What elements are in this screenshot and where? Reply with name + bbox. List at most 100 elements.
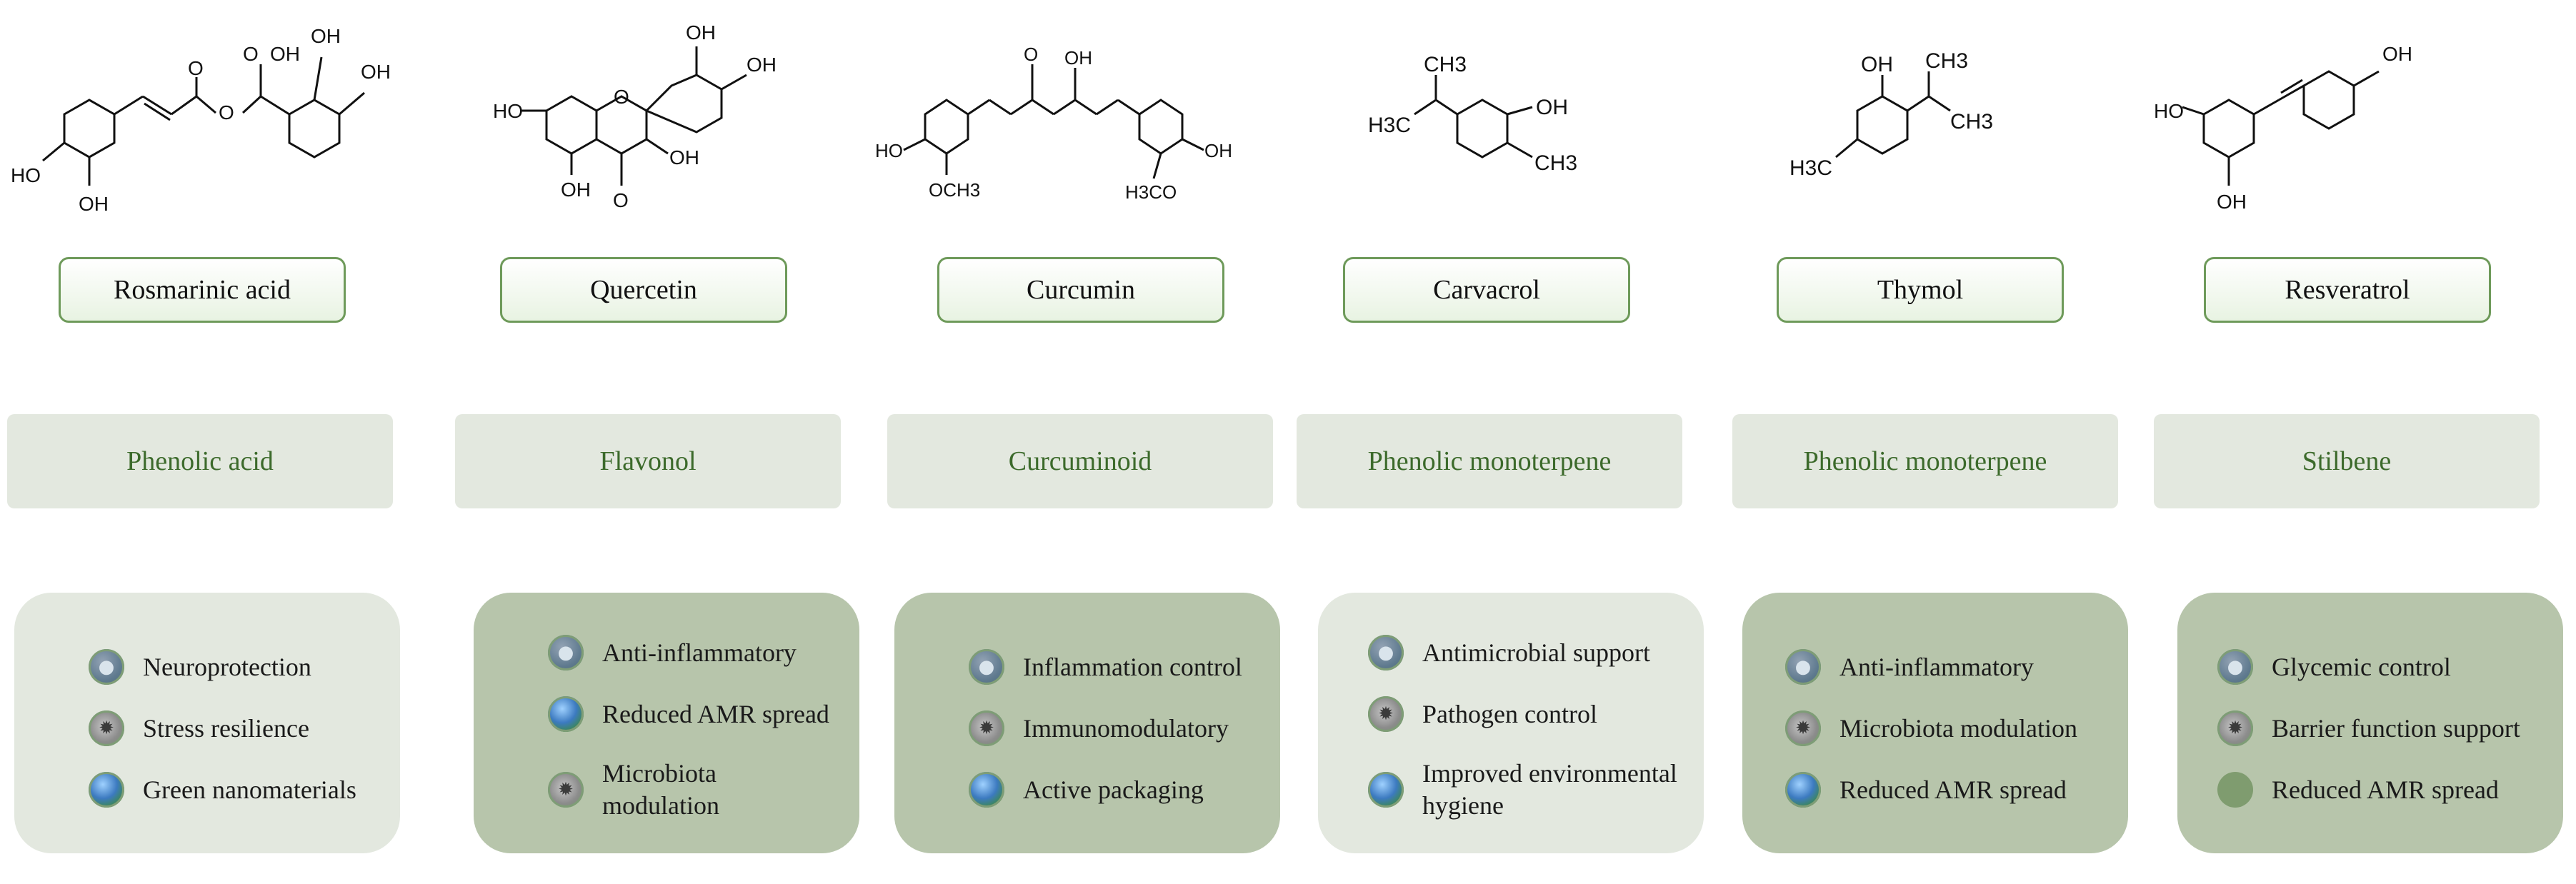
- feature-item: Active packaging: [969, 772, 1259, 808]
- compound-name-box: Quercetin: [500, 257, 787, 323]
- animal-icon: ✹: [548, 772, 584, 808]
- person-icon: ●: [2217, 649, 2253, 685]
- feature-item: Green nanomaterials: [89, 772, 379, 808]
- globe-icon: [548, 696, 584, 732]
- feature-label: Barrier function support: [2272, 713, 2520, 743]
- compound-class-box: Phenolic monoterpene: [1297, 414, 1682, 508]
- compound-class-box: Curcuminoid: [887, 414, 1273, 508]
- atom-label: H3C: [1368, 114, 1411, 137]
- person-icon: ●: [1368, 635, 1404, 670]
- feature-label: Antimicrobial support: [1422, 638, 1650, 667]
- atom-label: OH: [669, 146, 699, 169]
- compound-class-box: Flavonol: [455, 414, 841, 508]
- animal-icon: ✹: [1785, 710, 1821, 746]
- feature-item: ✹ Immunomodulatory: [969, 710, 1259, 746]
- animal-icon: ✹: [2217, 710, 2253, 746]
- atom-label: OH: [2217, 191, 2247, 213]
- features-panel: ● Anti-inflammatory ✹ Microbiota modulat…: [1742, 593, 2128, 853]
- atom-label: O: [188, 57, 204, 79]
- atom-label: O: [1024, 44, 1038, 65]
- column-resveratrol: OH HO OH Resveratrol Stilbene ● Glycemic…: [2154, 0, 2563, 884]
- feature-label: Microbiota modulation: [1839, 713, 2077, 743]
- feature-item: Reduced AMR spread: [2217, 772, 2542, 808]
- atom-label: HO: [2154, 100, 2184, 122]
- column-quercetin: OH OH HO O OH OH O Quercetin Flavonol ● …: [439, 0, 859, 884]
- feature-label: Microbiota modulation: [602, 759, 719, 820]
- compound-class-box: Stilbene: [2154, 414, 2540, 508]
- atom-label: OH: [361, 61, 391, 83]
- atom-label: OH: [311, 25, 341, 47]
- rosmarinic-acid-structure-drawing: HO OH O O O OH OH OH: [11, 25, 391, 215]
- feature-label: Immunomodulatory: [1023, 713, 1229, 743]
- atom-label: HO: [875, 140, 903, 161]
- atom-label: OH: [79, 193, 109, 215]
- column-rosmarinic-acid: HO OH O O O OH OH OH Rosmarinic acid Phe…: [7, 0, 407, 884]
- feature-label: Glycemic control: [2272, 652, 2451, 681]
- feature-label: Reduced AMR spread: [602, 699, 829, 728]
- globe-icon: [2217, 772, 2253, 808]
- features-panel: ● Antimicrobial support ✹ Pathogen contr…: [1318, 593, 1704, 853]
- atom-label: H3CO: [1125, 181, 1177, 203]
- atom-label: CH3: [1925, 49, 1968, 73]
- atom-label: O: [613, 189, 629, 211]
- atom-label: OH: [1536, 96, 1568, 119]
- rosmarinic-acid-structure: HO OH O O O OH OH OH: [7, 7, 407, 243]
- feature-label: Anti-inflammatory: [1839, 652, 2034, 681]
- curcumin-structure: O OH HO OCH3 H3CO OH: [872, 7, 1272, 243]
- person-icon: ●: [969, 649, 1004, 685]
- atom-label: OH: [2382, 43, 2412, 65]
- compound-class-box: Phenolic acid: [7, 414, 393, 508]
- atom-label: OH: [1064, 47, 1092, 69]
- compound-name-box: Resveratrol: [2204, 257, 2491, 323]
- features-panel: ● Glycemic control ✹ Barrier function su…: [2177, 593, 2563, 853]
- curcumin-structure-drawing: O OH HO OCH3 H3CO OH: [875, 44, 1232, 203]
- carvacrol-structure-drawing: CH3 H3C OH CH3: [1368, 53, 1577, 175]
- thymol-structure: OH CH3 CH3 H3C: [1732, 7, 2132, 243]
- atom-label: CH3: [1424, 53, 1467, 76]
- atom-label: O: [219, 101, 234, 124]
- atom-label: O: [614, 86, 629, 108]
- feature-item: ✹ Microbiota modulation: [1785, 710, 2107, 746]
- feature-label: Inflammation control: [1023, 652, 1242, 681]
- person-icon: ●: [1785, 649, 1821, 685]
- atom-label: HO: [11, 164, 41, 186]
- globe-icon: [89, 772, 124, 808]
- atom-label: HO: [493, 100, 523, 122]
- feature-label: Active packaging: [1023, 775, 1204, 804]
- globe-icon: [1368, 772, 1404, 808]
- compound-name-box: Rosmarinic acid: [59, 257, 346, 323]
- compound-name-box: Thymol: [1777, 257, 2064, 323]
- compound-name-box: Curcumin: [937, 257, 1224, 323]
- feature-item: ✹ Stress resilience: [89, 710, 379, 746]
- feature-label: Pathogen control: [1422, 699, 1597, 728]
- feature-item: Reduced AMR spread: [548, 696, 838, 732]
- feature-item: ● Antimicrobial support: [1368, 635, 1682, 670]
- feature-label: Green nanomaterials: [143, 775, 356, 804]
- resveratrol-structure-drawing: OH HO OH: [2154, 43, 2412, 213]
- atom-label: CH3: [1534, 151, 1577, 175]
- features-panel: ● Inflammation control ✹ Immunomodulator…: [894, 593, 1280, 853]
- feature-label: Improved environmental hygiene: [1422, 759, 1677, 820]
- feature-item: Reduced AMR spread: [1785, 772, 2107, 808]
- atom-label: OH: [1861, 53, 1893, 76]
- atom-label: O: [243, 43, 259, 65]
- quercetin-structure-drawing: OH OH HO O OH OH O: [493, 21, 777, 211]
- resveratrol-structure: OH HO OH: [2154, 7, 2554, 243]
- feature-item: ● Inflammation control: [969, 649, 1259, 685]
- feature-label: Stress resilience: [143, 713, 309, 743]
- column-thymol: OH CH3 CH3 H3C Thymol Phenolic monoterpe…: [1732, 0, 2132, 884]
- atom-label: OCH3: [929, 179, 980, 201]
- atom-label: OH: [561, 179, 591, 201]
- feature-item: ● Anti-inflammatory: [1785, 649, 2107, 685]
- compound-class-box: Phenolic monoterpene: [1732, 414, 2118, 508]
- features-panel: ● Neuroprotection ✹ Stress resilience Gr…: [14, 593, 400, 853]
- feature-item: Improved environmental hygiene: [1368, 758, 1682, 822]
- features-panel: ● Anti-inflammatory Reduced AMR spread ✹…: [474, 593, 859, 853]
- globe-icon: [1785, 772, 1821, 808]
- column-curcumin: O OH HO OCH3 H3CO OH Curcumin Curcuminoi…: [872, 0, 1280, 884]
- feature-label: Reduced AMR spread: [1839, 775, 2067, 804]
- quercetin-structure: OH OH HO O OH OH O: [439, 7, 839, 243]
- globe-icon: [969, 772, 1004, 808]
- carvacrol-structure: CH3 H3C OH CH3: [1297, 7, 1697, 243]
- atom-label: H3C: [1789, 156, 1832, 180]
